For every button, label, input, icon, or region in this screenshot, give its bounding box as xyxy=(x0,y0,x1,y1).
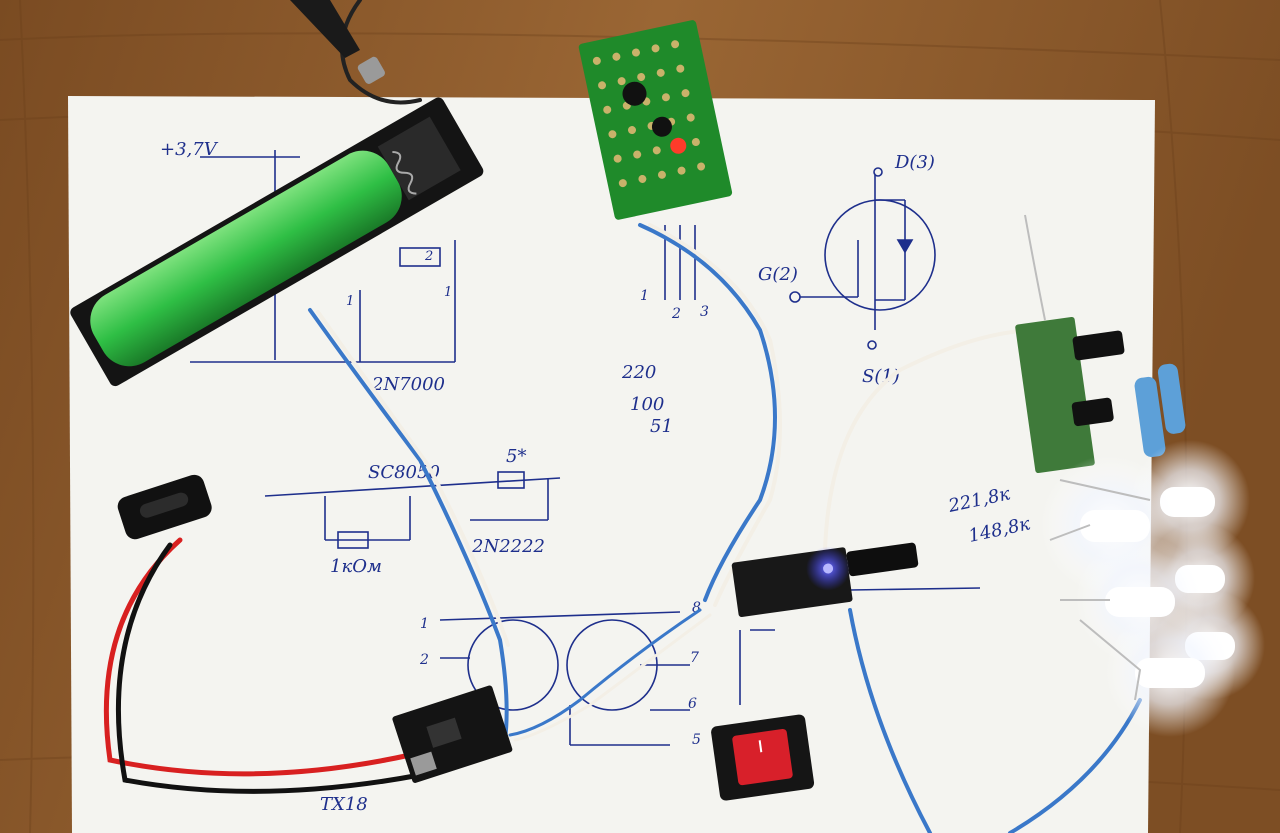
label-chip: TX18 xyxy=(320,794,368,815)
label-r220: 220 xyxy=(621,362,656,383)
white-led-2 xyxy=(1080,510,1150,542)
label-resistor-1k: 1кОм xyxy=(330,556,382,577)
transistor-1 xyxy=(622,81,647,106)
label-pin-5: 5 xyxy=(692,732,701,748)
battery-holder xyxy=(70,97,484,387)
label-pin-3: 3 xyxy=(700,304,709,320)
transistor-3 xyxy=(1072,330,1125,361)
usb-c-socket xyxy=(117,474,212,540)
label-pin-7: 7 xyxy=(690,650,699,666)
transistor-4 xyxy=(1071,397,1114,427)
label-pin-6: 6 xyxy=(688,696,697,712)
resistor-blue-1 xyxy=(1134,376,1166,458)
blue-led xyxy=(823,563,834,574)
label-2n7000: 2N7000 xyxy=(371,374,445,395)
label-mosfet-gate: G(2) xyxy=(758,264,798,285)
label-pin-8: 8 xyxy=(692,600,701,616)
led-driver-board xyxy=(1015,316,1186,474)
led-leads xyxy=(1024,214,1151,701)
label-pin-left-2: 2 xyxy=(419,652,429,668)
white-led-6 xyxy=(1135,658,1205,688)
rocker-switch xyxy=(711,714,815,801)
label-pin-small-1b: 1 xyxy=(444,285,452,300)
heatsink xyxy=(846,542,919,577)
label-pin-1: 1 xyxy=(640,288,649,304)
label-r100: 100 xyxy=(630,394,664,415)
label-pin-2: 2 xyxy=(671,306,681,322)
red-led xyxy=(670,137,687,154)
label-mosfet-source: S(1) xyxy=(862,366,900,387)
label-2n2222: 2N2222 xyxy=(471,536,545,557)
label-mosfet-drain: D(3) xyxy=(894,152,935,173)
transistor-2 xyxy=(651,116,672,137)
label-pin-small-2: 2 xyxy=(424,249,433,264)
wires xyxy=(103,0,1142,833)
label-battery-voltage: +3,7V xyxy=(160,139,219,160)
paper-sheet xyxy=(68,96,1155,833)
spring-contact xyxy=(392,151,417,195)
resistor-blue-2 xyxy=(1157,363,1186,434)
label-r51: 51 xyxy=(650,416,673,437)
boost-module xyxy=(731,542,919,618)
label-pin-small-1a: 1 xyxy=(346,294,354,309)
white-leds xyxy=(1040,440,1265,737)
schematic-drawing xyxy=(190,150,981,746)
protoboard xyxy=(578,20,733,220)
label-resistor-star: 5* xyxy=(506,446,526,467)
charger-board xyxy=(392,685,513,783)
label-pin-left-1: 1 xyxy=(420,616,429,632)
probe xyxy=(290,0,385,84)
battery-cell xyxy=(90,150,402,367)
